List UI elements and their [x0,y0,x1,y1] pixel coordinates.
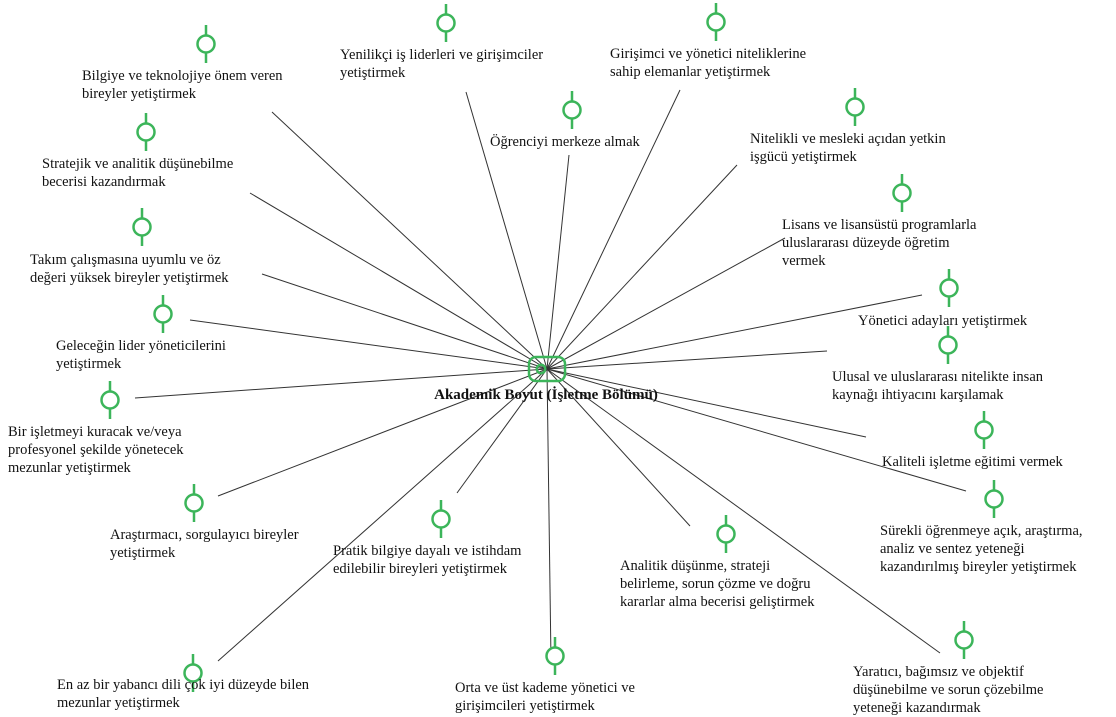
node-label-arastirmaci-sorgulayici: Araştırmacı, sorgulayıcı bireyler yetişt… [110,527,299,561]
goal-pin-icon[interactable] [544,637,566,675]
node-label-bilgiye-teknolojiye-onem: Bilgiye ve teknolojiye önem veren bireyl… [82,68,283,102]
connector-line-yonetici-adaylari [546,294,923,370]
goal-pin-icon[interactable] [715,515,737,553]
goal-pin-icon[interactable] [430,500,452,538]
goal-pin-icon[interactable] [182,654,204,692]
node-label-lisans-lisansustu: Lisans ve lisansüstü programlarla ulusla… [782,217,977,269]
node-label-takim-calismasi: Takım çalışmasına uyumlu ve öz değeri yü… [30,252,229,286]
connector-line-takim-calismasi [261,273,548,370]
connector-line-lisans-lisansustu [546,237,786,370]
goal-pin-icon[interactable] [973,411,995,449]
connector-line-gelecegin-liderleri [189,319,548,370]
connector-line-yenilikci-liderler [465,91,548,370]
node-label-yaratici-bagimsiz: Yaratıcı, bağımsız ve objektif düşünebil… [853,664,1044,716]
goal-pin-icon[interactable] [131,208,153,246]
connector-line-kaliteli-egitim [546,368,867,438]
node-label-analitik-dusunme: Analitik düşünme, strateji belirleme, so… [620,558,815,610]
node-label-girisimci-yonetici-nitelik: Girişimci ve yönetici niteliklerine sahi… [610,46,807,80]
goal-pin-icon[interactable] [99,381,121,419]
connector-line-orta-ust-kademe [546,368,552,662]
goal-pin-icon[interactable] [135,113,157,151]
node-label-gelecegin-liderleri: Geleceğin lider yöneticilerini yetiştirm… [56,338,226,372]
goal-pin-icon[interactable] [938,269,960,307]
node-label-nitelikli-isgucu: Nitelikli ve mesleki açıdan yetkin işgüc… [750,131,946,165]
node-label-yonetici-adaylari: Yönetici adayları yetiştirmek [858,313,1028,329]
node-label-stratejik-analitik: Stratejik ve analitik düşünebilme beceri… [42,156,234,190]
central-topic-label: Akademik Boyut (İşletme Bölümü) [434,387,658,403]
node-label-pratik-bilgi: Pratik bilgiye dayalı ve istihdam edileb… [333,543,522,577]
connector-line-analitik-dusunme [546,368,691,527]
connector-line-yaratici-bagimsiz [546,368,941,654]
connector-line-ogrenciyi-merkeze [546,154,570,370]
connector-line-pratik-bilgi [456,368,548,494]
goal-pin-icon[interactable] [152,295,174,333]
connector-line-nitelikli-isgucu [546,164,738,370]
category-node-icon[interactable] [527,355,567,383]
goal-pin-icon[interactable] [953,621,975,659]
node-label-ulusal-uluslararasi: Ulusal ve uluslararası nitelikte insan k… [832,369,1044,403]
goal-pin-icon[interactable] [937,326,959,364]
goal-pin-icon[interactable] [183,484,205,522]
connector-line-surekli-ogrenme [546,368,967,492]
connector-line-yabanci-dil [217,368,548,662]
node-label-orta-ust-kademe: Orta ve üst kademe yönetici ve girişimci… [455,680,635,714]
connector-line-ulusal-uluslararasi [546,350,828,370]
goal-pin-icon[interactable] [195,25,217,63]
node-label-kaliteli-egitim: Kaliteli işletme eğitimi vermek [882,454,1063,470]
goal-pin-icon[interactable] [561,91,583,129]
connector-line-isletme-kuracak [134,368,548,399]
node-label-yabanci-dil: En az bir yabancı dili çok iyi düzeyde b… [57,677,310,711]
node-label-isletme-kuracak: Bir işletmeyi kuracak ve/veya profesyone… [8,424,184,476]
node-label-ogrenciyi-merkeze: Öğrenciyi merkeze almak [490,134,640,150]
connector-line-stratejik-analitik [249,192,548,370]
goal-pin-icon[interactable] [705,3,727,41]
connector-line-girisimci-yonetici-nitelik [546,89,681,370]
node-label-yenilikci-liderler: Yenilikçi iş liderleri ve girişimciler y… [340,47,544,81]
connector-line-arastirmaci-sorgulayici [217,368,548,497]
goal-pin-icon[interactable] [891,174,913,212]
goal-pin-icon[interactable] [983,480,1005,518]
goal-pin-icon[interactable] [844,88,866,126]
node-label-surekli-ogrenme: Sürekli öğrenmeye açık, araştırma, anali… [880,523,1083,575]
goal-pin-icon[interactable] [435,4,457,42]
connector-line-bilgiye-teknolojiye-onem [271,111,548,370]
